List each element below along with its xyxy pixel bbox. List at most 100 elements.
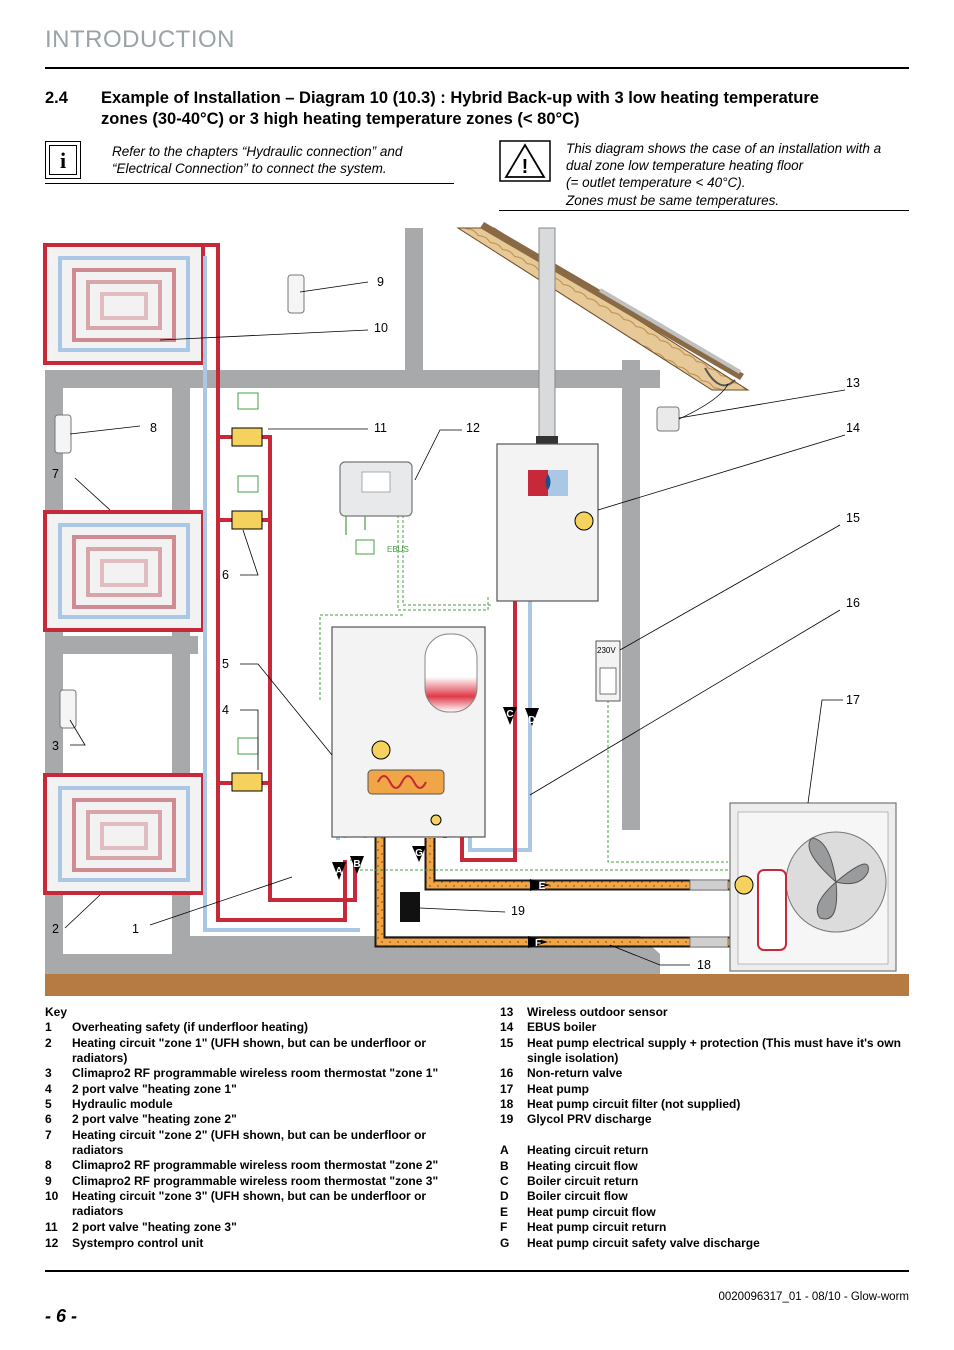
marker-G: G (415, 848, 423, 859)
key-item: B Heating circuit flow (500, 1159, 909, 1174)
key-item-id: 2 (45, 1036, 52, 1050)
callout-18: 18 (697, 958, 711, 972)
key-item-id: 5 (45, 1097, 52, 1111)
callout-13: 13 (846, 376, 860, 390)
key-item: 12 Systempro control unit (45, 1236, 465, 1251)
key-item-text: 2 port valve "heating zone 1" (72, 1082, 237, 1096)
callout-14: 14 (846, 421, 860, 435)
key-item-text: Climapro2 RF programmable wireless room … (72, 1174, 439, 1188)
heading-line1: Example of Installation – Diagram 10 (10… (101, 89, 819, 107)
warning-note-line3: (= outlet temperature < 40°C). (566, 175, 746, 190)
callout-5: 5 (222, 657, 229, 671)
thermostat-zone-1 (59, 689, 77, 729)
callout-12: 12 (466, 421, 480, 435)
marker-C: C (506, 709, 513, 720)
key-item-text: Heat pump circuit filter (not supplied) (527, 1097, 741, 1111)
ufh-zone-3 (43, 243, 205, 365)
callout-11: 11 (374, 421, 387, 435)
key-item-id: 13 (500, 1005, 514, 1019)
key-item-id: G (500, 1236, 510, 1250)
key-item: 18 Heat pump circuit filter (not supplied… (500, 1097, 909, 1112)
key-item-id: 17 (500, 1082, 514, 1096)
heat-pump (729, 802, 897, 972)
footer-rule (45, 1270, 909, 1272)
key-item-text: Hydraulic module (72, 1097, 173, 1111)
key-item-id: 1 (45, 1020, 52, 1034)
callout-17: 17 (846, 693, 860, 707)
key-item-text: Heating circuit "zone 1" (UFH shown, but… (72, 1036, 427, 1065)
key-item-text: Heat pump circuit safety valve discharge (527, 1236, 760, 1250)
key-item-id: 4 (45, 1082, 52, 1096)
key-item: 9 Climapro2 RF programmable wireless room… (45, 1174, 465, 1189)
callout-16: 16 (846, 596, 860, 610)
callout-3: 3 (52, 739, 59, 753)
key-item-text: EBUS boiler (527, 1020, 597, 1034)
key-item-id: 12 (45, 1236, 59, 1250)
info-icon: i (45, 141, 81, 179)
key-item: 2 Heating circuit "zone 1" (UFH shown, bu… (45, 1036, 465, 1066)
key-item-text: Heating circuit flow (527, 1159, 638, 1173)
thermostat-zone-2 (54, 414, 72, 454)
callout-7: 7 (52, 467, 59, 481)
info-note-line2: “Electrical Connection” to connect the s… (112, 161, 387, 176)
key-item-text: Heat pump (527, 1082, 590, 1096)
key-item: 5 Hydraulic module (45, 1097, 465, 1112)
key-item-text: Systempro control unit (72, 1236, 204, 1250)
key-item-id: 3 (45, 1066, 52, 1080)
key-item-id: 15 (500, 1036, 514, 1050)
ufh-zone-2 (43, 510, 205, 632)
warning-note-line4: Zones must be same temperatures. (566, 193, 780, 208)
key-item-id: E (500, 1205, 509, 1219)
page-number: - 6 - (45, 1306, 78, 1326)
key-item-id: 16 (500, 1066, 514, 1080)
doc-reference: 0020096317_01 - 08/10 - Glow-worm (718, 1291, 909, 1303)
callout-2: 2 (52, 922, 59, 936)
key-item-text: 2 port valve "heating zone 2" (72, 1112, 237, 1126)
key-item-text: Non-return valve (527, 1066, 623, 1080)
key-item-id: 18 (500, 1097, 514, 1111)
key-item-id: 8 (45, 1158, 52, 1172)
key-item: 16 Non-return valve (500, 1066, 909, 1081)
key-item-text: Heating circuit return (527, 1143, 649, 1157)
info-note-line1: Refer to the chapters “Hydraulic connect… (112, 144, 403, 159)
callout-10: 10 (374, 321, 388, 335)
callout-4: 4 (222, 703, 229, 717)
key-item-text: Heating circuit "zone 3" (UFH shown, but… (72, 1189, 427, 1218)
key-item-text: Glycol PRV discharge (527, 1112, 652, 1126)
marker-E: E (539, 881, 546, 892)
key-item-text: Climapro2 RF programmable wireless room … (72, 1066, 439, 1080)
key-item-text: Heat pump circuit flow (527, 1205, 656, 1219)
key-item-id: 6 (45, 1112, 52, 1126)
key-item-id: B (500, 1159, 509, 1173)
key-item-text: Heat pump electrical supply + protection… (527, 1036, 901, 1065)
heading-number: 2.4 (45, 89, 68, 107)
key-item-text: Boiler circuit flow (527, 1189, 628, 1203)
key-item-text: Wireless outdoor sensor (527, 1005, 668, 1019)
ufh-zone-1 (43, 773, 205, 895)
callout-19: 19 (511, 904, 525, 918)
marker-B: B (353, 859, 360, 870)
key-item-id: 9 (45, 1174, 52, 1188)
key-item-text: Heating circuit "zone 2" (UFH shown, but… (72, 1128, 427, 1157)
key-item-id: F (500, 1220, 508, 1234)
warning-note-line1: This diagram shows the case of an instal… (566, 141, 882, 156)
header-rule (45, 67, 909, 69)
callout-6: 6 (222, 568, 229, 582)
supply-label: 230V (597, 646, 616, 655)
installation-diagram: 1 2 3 4 5 6 7 8 9 10 11 12 13 14 15 16 1… (43, 222, 909, 996)
svg-text:!: ! (522, 156, 529, 178)
callout-1: 1 (132, 922, 139, 936)
thermostat-zone-3 (287, 274, 305, 314)
key-item-text: Boiler circuit return (527, 1174, 639, 1188)
key-item: A Heating circuit return (500, 1143, 909, 1158)
key-item: 15 Heat pump electrical supply + protecti… (500, 1036, 909, 1066)
marker-F: F (535, 938, 541, 949)
key-item-id: A (500, 1143, 509, 1157)
